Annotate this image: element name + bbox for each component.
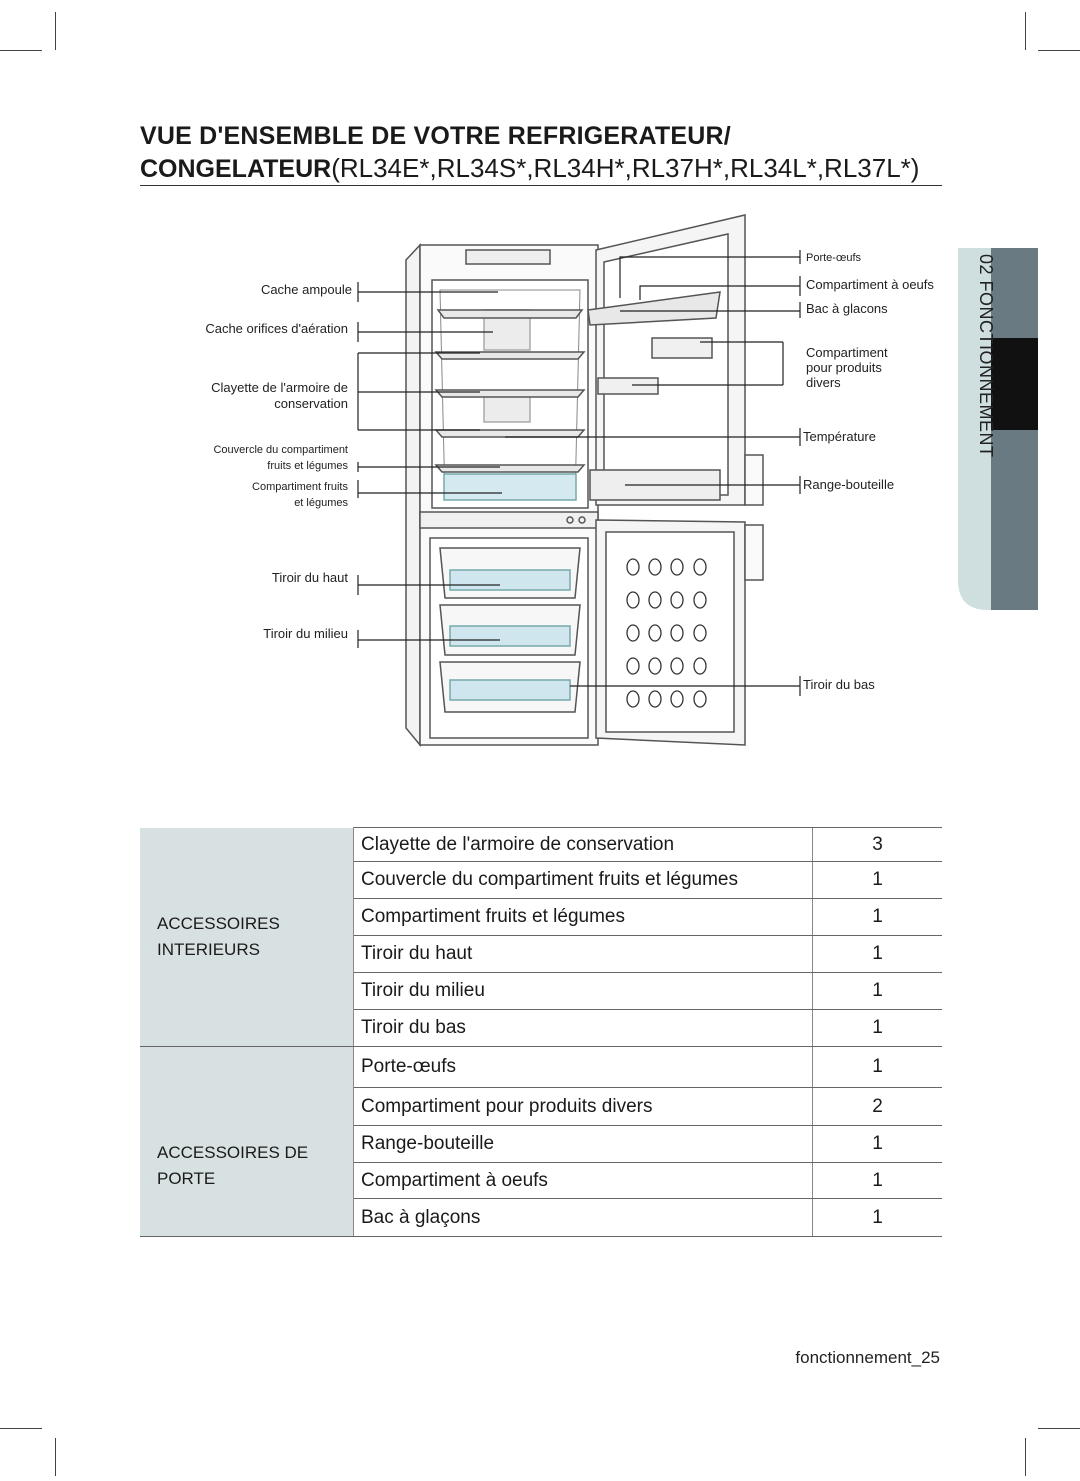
- group-interieurs: ACCESSOIRES INTERIEURS: [140, 827, 354, 1047]
- label-compartiment-divers-line3: divers: [806, 375, 841, 390]
- table-row: Tiroir du haut 1: [140, 935, 942, 973]
- label-couvercle-line2: fruits et légumes: [267, 460, 348, 472]
- item-name: Tiroir du milieu: [353, 972, 813, 1010]
- label-couvercle: Couvercle du compartiment fruits et légu…: [213, 442, 348, 474]
- group-interieurs-line1: ACCESSOIRES: [157, 913, 280, 933]
- crop-mark: [55, 12, 56, 50]
- table-row: Tiroir du bas 1: [140, 1009, 942, 1047]
- group-interieurs-line2: INTERIEURS: [157, 939, 260, 959]
- label-clayette: Clayette de l'armoire de conservation: [211, 380, 348, 412]
- label-compartiment-divers-line2: pour produits: [806, 360, 882, 375]
- item-name: Tiroir du haut: [353, 935, 813, 973]
- label-compartiment-divers: Compartiment pour produits divers: [806, 345, 888, 391]
- item-qty: 1: [812, 1125, 942, 1163]
- table-row: Compartiment à oeufs 1: [140, 1162, 942, 1199]
- item-name: Range-bouteille: [353, 1125, 813, 1163]
- item-qty: 1: [812, 898, 942, 936]
- accessories-table: ACCESSOIRES INTERIEURS Clayette de l'arm…: [140, 827, 942, 1237]
- item-qty: 2: [812, 1087, 942, 1126]
- table-row: Tiroir du milieu 1: [140, 972, 942, 1010]
- item-qty: 1: [812, 935, 942, 973]
- side-tab-shape: [958, 248, 1038, 610]
- item-qty: 1: [812, 972, 942, 1010]
- item-name: Clayette de l'armoire de conservation: [353, 827, 813, 862]
- label-bac-glacons: Bac à glacons: [806, 301, 888, 316]
- item-qty: 1: [812, 1009, 942, 1047]
- page-title: VUE D'ENSEMBLE DE VOTRE REFRIGERATEUR/: [140, 122, 731, 150]
- item-name: Tiroir du bas: [353, 1009, 813, 1047]
- table-row: ACCESSOIRES INTERIEURS Clayette de l'arm…: [140, 827, 942, 1047]
- group-porte-line1: ACCESSOIRES DE: [157, 1143, 309, 1162]
- label-couvercle-line1: Couvercle du compartiment: [213, 444, 348, 456]
- item-qty: 1: [812, 861, 942, 899]
- item-qty: 1: [812, 1046, 942, 1088]
- item-name: Compartiment fruits et légumes: [353, 898, 813, 936]
- label-temperature: Température: [803, 429, 876, 444]
- item-name: Compartiment pour produits divers: [353, 1087, 813, 1126]
- crop-mark: [0, 50, 42, 51]
- crop-mark: [1025, 1438, 1026, 1476]
- label-tiroir-haut: Tiroir du haut: [271, 570, 348, 585]
- label-cache-ampoule: Cache ampoule: [260, 282, 352, 297]
- crop-mark: [55, 1438, 56, 1476]
- item-name: Bac à glaçons: [353, 1198, 813, 1237]
- crop-mark: [1038, 1428, 1080, 1429]
- table-row: Bac à glaçons 1: [140, 1198, 942, 1237]
- label-cache-orifices: Cache orifices d'aération: [205, 321, 348, 336]
- item-qty: 1: [812, 1198, 942, 1237]
- crop-mark: [0, 1428, 42, 1429]
- label-clayette-line1: Clayette de l'armoire de: [211, 380, 348, 395]
- label-compartiment-fruits-line1: Compartiment fruits: [252, 481, 348, 493]
- group-porte-line2: PORTE: [157, 1169, 216, 1188]
- item-qty: 1: [812, 1162, 942, 1199]
- table-row: Range-bouteille 1: [140, 1125, 942, 1163]
- side-tab-label: 02 FONCTIONNEMENT: [976, 254, 996, 458]
- table-row: Compartiment fruits et légumes 1: [140, 898, 942, 936]
- table-row: Compartiment pour produits divers 2: [140, 1087, 942, 1126]
- page-subtitle: CONGELATEUR(RL34E*,RL34S*,RL34H*,RL37H*,…: [140, 153, 919, 184]
- page-footer: fonctionnement_25: [795, 1348, 940, 1367]
- label-tiroir-bas: Tiroir du bas: [803, 677, 875, 692]
- group-porte: ACCESSOIRES DE PORTE: [140, 1046, 354, 1237]
- side-tab: [958, 248, 1038, 610]
- fridge-diagram: [357, 214, 801, 748]
- title-models: (RL34E*,RL34S*,RL34H*,RL37H*,RL34L*,RL37…: [331, 153, 920, 183]
- item-name: Porte-œufs: [353, 1046, 813, 1088]
- table-row: ACCESSOIRES DE PORTE Porte-œufs 1: [140, 1046, 942, 1237]
- label-compartiment-fruits-line2: et légumes: [294, 497, 348, 509]
- label-tiroir-milieu: Tiroir du milieu: [263, 626, 348, 641]
- label-range-bouteille: Range-bouteille: [803, 477, 895, 492]
- item-name: Compartiment à oeufs: [353, 1162, 813, 1199]
- label-porte-oeufs: Porte-œufs: [806, 252, 862, 264]
- table-row: Couvercle du compartiment fruits et légu…: [140, 861, 942, 899]
- label-compartiment-divers-line1: Compartiment: [806, 345, 888, 360]
- item-name: Couvercle du compartiment fruits et légu…: [353, 861, 813, 899]
- item-qty: 3: [812, 827, 942, 862]
- label-compartiment-fruits: Compartiment fruits et légumes: [252, 479, 348, 511]
- title-rule: [140, 185, 942, 186]
- label-compartiment-oeufs: Compartiment à oeufs: [806, 277, 934, 292]
- crop-mark: [1025, 12, 1026, 50]
- title-congelateur: CONGELATEUR: [140, 155, 332, 183]
- label-clayette-line2: conservation: [274, 396, 348, 411]
- crop-mark: [1038, 50, 1080, 51]
